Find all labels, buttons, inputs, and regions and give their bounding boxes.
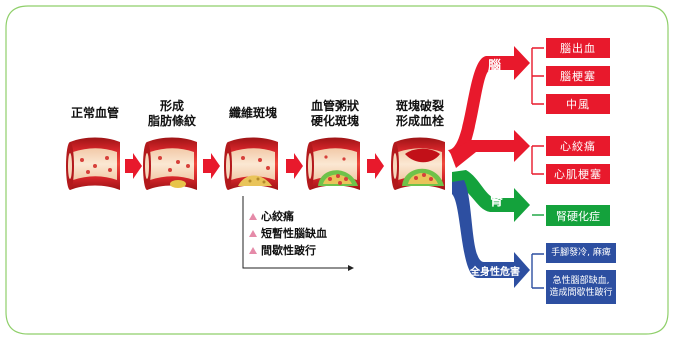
stage-label-fibrous-plaque: 纖維斑塊 — [228, 106, 277, 120]
progress-arrow-1 — [125, 153, 142, 179]
symptom-text: 短暫性腦缺血 — [261, 227, 327, 240]
vessel-fibrous-plaque — [224, 137, 278, 190]
outcome-stroke: 中風 — [546, 94, 610, 114]
symptom-item: 短暫性腦缺血 — [249, 225, 327, 241]
organ-label-body: 全身性危害 — [470, 267, 520, 278]
triangle-bullet-icon — [249, 212, 257, 220]
outcome-angina: 心絞痛 — [546, 136, 610, 156]
brain-branch-arrow — [448, 46, 530, 164]
organ-label-kidney: 腎 — [490, 194, 504, 209]
outcome-brain-hemorrhage: 腦出血 — [546, 38, 610, 58]
triangle-bullet-icon — [249, 229, 257, 237]
heart-outcome-bracket — [531, 145, 544, 175]
symptom-bracket — [242, 196, 348, 269]
outcome-cold-numb-limbs: 手腳發冷, 麻痺 — [546, 243, 616, 263]
triangle-bullet-icon — [249, 246, 257, 254]
stage-label-atherosclerotic-plaque: 血管粥狀硬化斑塊 — [310, 99, 359, 128]
outcome-cerebral-ischemia-claudication: 急性腦部缺血, 造成間歇性跛行 — [546, 270, 616, 304]
body-branch-arrow — [452, 180, 530, 288]
progress-arrow-4 — [367, 153, 384, 179]
outcome-myocardial-infarction: 心肌梗塞 — [546, 164, 610, 184]
symptom-item: 間歇性跛行 — [249, 242, 316, 258]
progress-arrow-2 — [203, 153, 220, 179]
vessel-atherosclerotic-plaque — [306, 137, 360, 190]
vessel-plaque-rupture — [391, 137, 445, 190]
outcome-brain-infarction: 腦梗塞 — [546, 66, 610, 86]
stage-label-fatty-streak: 形成脂肪條紋 — [147, 99, 196, 128]
organ-label-heart: 心臟 — [479, 125, 506, 140]
heart-branch-arrow — [450, 130, 530, 168]
organ-label-brain: 腦 — [488, 59, 502, 74]
symptom-item: 心絞痛 — [249, 208, 294, 224]
brain-outcome-bracket — [531, 47, 544, 105]
symptom-arrowhead — [348, 265, 354, 271]
stage-label-rupture-thrombus: 斑塊破裂形成血栓 — [395, 99, 444, 128]
vessel-normal — [66, 137, 120, 190]
symptom-text: 間歇性跛行 — [261, 244, 316, 257]
outcome-nephrosclerosis: 腎硬化症 — [546, 205, 610, 226]
progress-arrow-3 — [286, 153, 303, 179]
kidney-branch-arrow — [452, 170, 530, 222]
vessel-fatty-streak — [143, 137, 197, 190]
stage-label-normal: 正常血管 — [70, 106, 119, 120]
symptom-text: 心絞痛 — [261, 210, 294, 223]
body-outcome-bracket — [531, 253, 544, 289]
